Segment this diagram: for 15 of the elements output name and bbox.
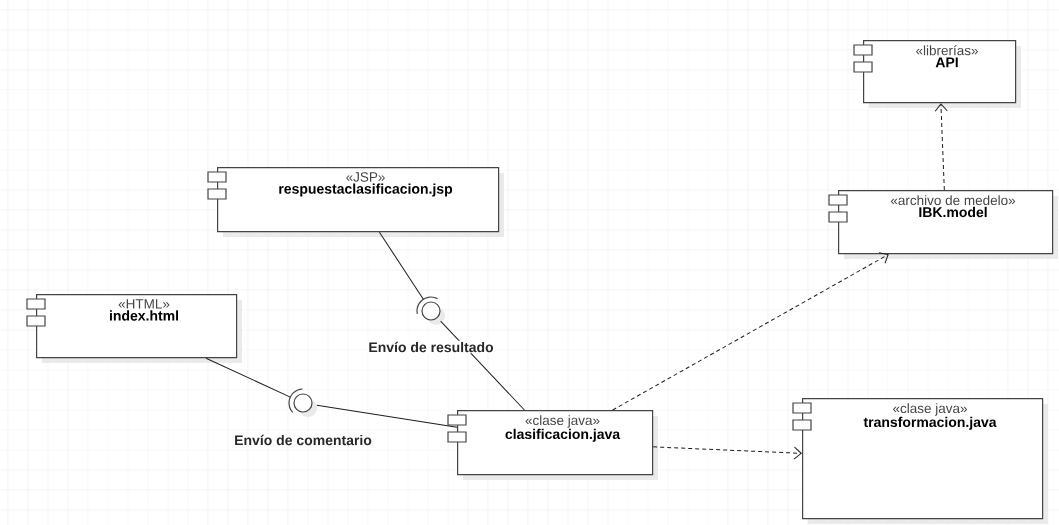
connector-line	[316, 404, 458, 428]
dependency-arrow	[934, 103, 948, 191]
ball-and-socket	[288, 388, 317, 417]
component-box: «clase java» clasificacion.java	[447, 410, 658, 480]
component-box: «clase java» transformacion.java	[792, 398, 1048, 524]
connector-line	[205, 357, 291, 398]
connector-line	[440, 320, 525, 411]
component-box: «JSP» respuestaclasificacion.jsp	[207, 167, 504, 237]
dependency-arrow	[612, 252, 889, 411]
dependency-arrow	[652, 446, 802, 460]
connector-line	[378, 231, 424, 300]
component-box: «archivo de medelo» IBK.model	[828, 190, 1058, 259]
ball-and-socket	[416, 296, 445, 325]
component-box: «HTML» index.html	[26, 294, 242, 363]
component-box: «librerías» API	[853, 40, 1021, 108]
